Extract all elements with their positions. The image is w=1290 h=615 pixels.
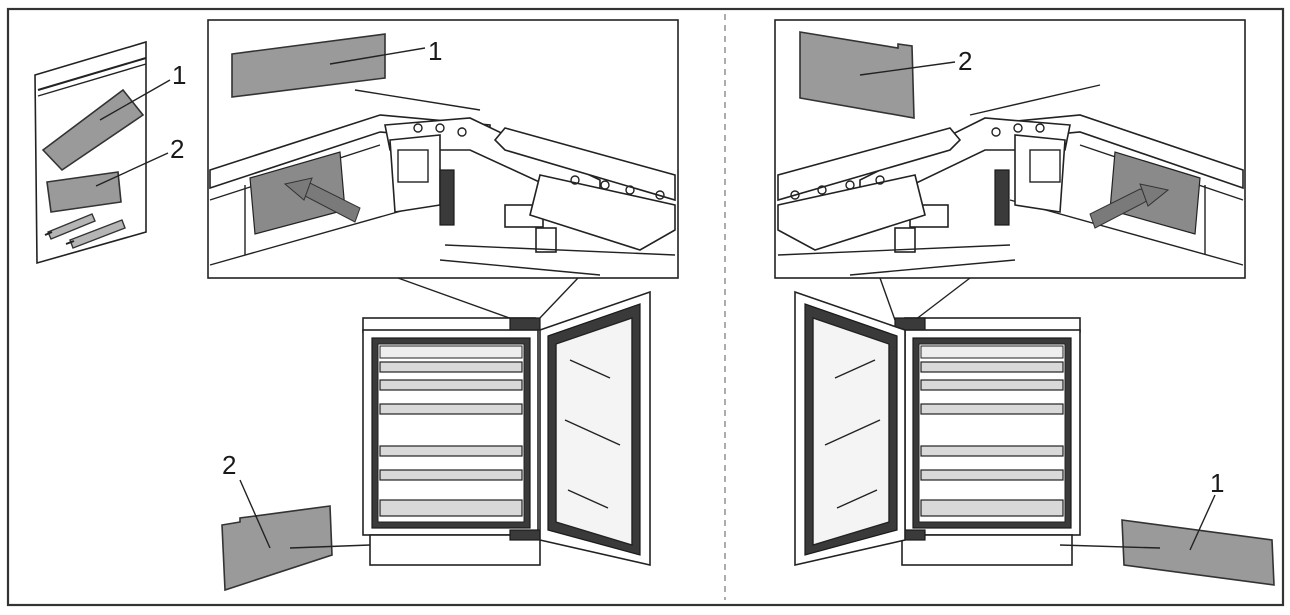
right-cabinet — [794, 290, 1081, 567]
leader-kit-1 — [99, 79, 171, 121]
right-bottom-part — [1121, 519, 1275, 586]
left-zoom-part — [231, 33, 386, 98]
left-bottom-label: 2 — [222, 450, 236, 480]
right-bottom-label: 1 — [1210, 468, 1224, 498]
kit-label-1: 1 — [172, 60, 186, 90]
accessory-bag: 1 2 — [34, 40, 186, 265]
left-cabinet — [362, 290, 651, 567]
right-zoom-part — [799, 31, 915, 119]
right-shelves — [920, 361, 1064, 517]
right-bottom-part-group: 1 — [1059, 468, 1275, 586]
kit-label-2: 2 — [170, 134, 184, 164]
right-zoom-label: 2 — [958, 46, 972, 76]
left-bottom-part — [221, 505, 333, 592]
left-bottom-part-group: 2 — [221, 450, 371, 592]
left-zoom-label: 1 — [428, 36, 442, 66]
outer-frame — [6, 7, 1285, 607]
right-hinge-detail: 2 — [774, 19, 1246, 279]
left-shelves — [379, 361, 523, 517]
left-hinge-detail: 1 — [207, 19, 679, 279]
bag-part-2 — [46, 171, 122, 213]
leader-kit-2 — [95, 152, 169, 187]
screws — [44, 213, 126, 249]
